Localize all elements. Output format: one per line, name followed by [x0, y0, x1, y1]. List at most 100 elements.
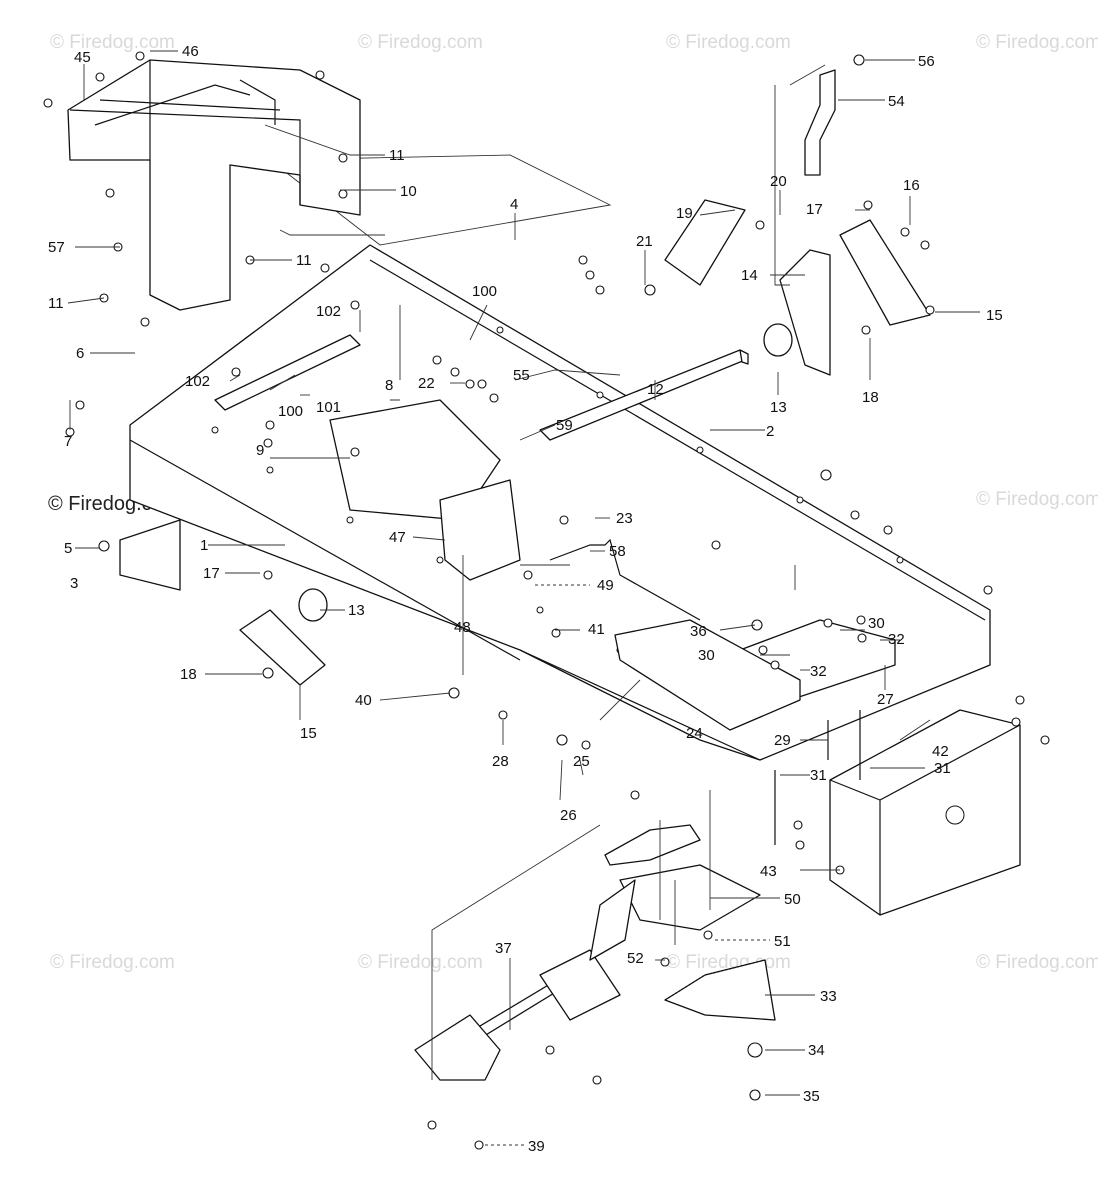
callout: 100	[472, 283, 497, 300]
callout: 55	[513, 367, 530, 384]
callout: 22	[418, 375, 435, 392]
watermark: © Firedog.com	[50, 952, 175, 973]
callout: 8	[385, 377, 393, 394]
link-101	[214, 334, 361, 411]
top-cover-panel	[67, 59, 361, 311]
callout: 18	[180, 666, 197, 683]
bracket-14	[779, 249, 831, 376]
rod-23	[549, 538, 701, 621]
callout: 32	[888, 631, 905, 648]
callout: 6	[76, 345, 84, 362]
callout: 39	[528, 1138, 545, 1155]
callout: 25	[573, 753, 590, 770]
callout: 43	[760, 863, 777, 880]
callout: 101	[316, 399, 341, 416]
callout: 17	[806, 201, 823, 218]
callout: 11	[389, 147, 405, 164]
watermark: © Firedog.com	[358, 952, 483, 973]
callout: 40	[355, 692, 372, 709]
callout: 50	[784, 891, 801, 908]
bracket-54	[804, 69, 836, 176]
callout: 59	[556, 417, 573, 434]
callout: 16	[903, 177, 920, 194]
callout: 33	[820, 988, 837, 1005]
guide-box	[268, 154, 612, 246]
watermark: © Firedog.com	[976, 32, 1098, 53]
bushing-13	[298, 588, 328, 622]
callout: 29	[774, 732, 791, 749]
callout: 57	[48, 239, 65, 256]
side-bracket	[119, 519, 181, 591]
callout: 28	[492, 753, 509, 770]
callout: 42	[932, 743, 949, 760]
callout: 14	[741, 267, 758, 284]
callout: 35	[803, 1088, 820, 1105]
pedal-assembly	[414, 824, 761, 1081]
callout: 24	[686, 725, 703, 742]
callout: 20	[770, 173, 787, 190]
callout: 19	[676, 205, 693, 222]
callout: 36	[690, 623, 707, 640]
callout: 30	[868, 615, 885, 632]
callout: 100	[278, 403, 303, 420]
callout: 18	[862, 389, 879, 406]
callout: 15	[986, 307, 1003, 324]
callout: 10	[400, 183, 417, 200]
callout: 49	[597, 577, 614, 594]
bracket-15-left	[239, 609, 326, 686]
callout: 2	[766, 423, 774, 440]
callout: 48	[454, 619, 471, 636]
callout: 4	[510, 196, 518, 213]
callout: 15	[300, 725, 317, 742]
callout: 11	[296, 252, 312, 269]
main-frame-rail	[129, 244, 991, 761]
callouts: 45 46 11 10 11 57 11 6 7 5 3 1 13 17 18 …	[48, 43, 1003, 1155]
callout: 12	[647, 381, 664, 398]
callout: 32	[810, 663, 827, 680]
callout: 1	[200, 537, 208, 554]
callout: 47	[389, 529, 406, 546]
callout: 5	[64, 540, 72, 557]
callout: 11	[48, 295, 64, 312]
callout: 27	[877, 691, 894, 708]
callout: 56	[918, 53, 935, 70]
cross-shaft	[539, 349, 749, 441]
callout: 102	[316, 303, 341, 320]
bracket-47	[439, 479, 521, 581]
callout: 41	[588, 621, 605, 638]
callout: 17	[203, 565, 220, 582]
plate-19	[664, 199, 746, 286]
callout: 52	[627, 950, 644, 967]
watermark: © Firedog.com	[976, 952, 1098, 973]
callout: 26	[560, 807, 577, 824]
callout: 54	[888, 93, 905, 110]
sector-gear	[664, 959, 776, 1021]
callout: 31	[934, 760, 951, 777]
callout: 102	[185, 373, 210, 390]
callout: 37	[495, 940, 512, 957]
panel-42	[829, 709, 1021, 916]
callout: 7	[64, 433, 72, 450]
callout: 23	[616, 510, 633, 527]
callout: 45	[74, 49, 91, 66]
watermark: © Firedog.com	[666, 32, 791, 53]
callout: 30	[698, 647, 715, 664]
callout: 34	[808, 1042, 825, 1059]
bracket-15-right	[839, 219, 931, 326]
callout: 9	[256, 442, 264, 459]
watermark: © Firedog.com	[358, 32, 483, 53]
callout: 51	[774, 933, 791, 950]
callout: 58	[609, 543, 626, 560]
callout: 13	[770, 399, 787, 416]
callout: 13	[348, 602, 365, 619]
callout: 31	[810, 767, 827, 784]
leader-lines	[67, 50, 980, 1146]
watermark: © Firedog.com	[976, 489, 1098, 510]
callout: 21	[636, 233, 653, 250]
watermark: © Firedog.com	[50, 32, 175, 53]
bushing-13	[763, 323, 793, 357]
plate-24	[614, 619, 801, 731]
callout: 46	[182, 43, 199, 60]
